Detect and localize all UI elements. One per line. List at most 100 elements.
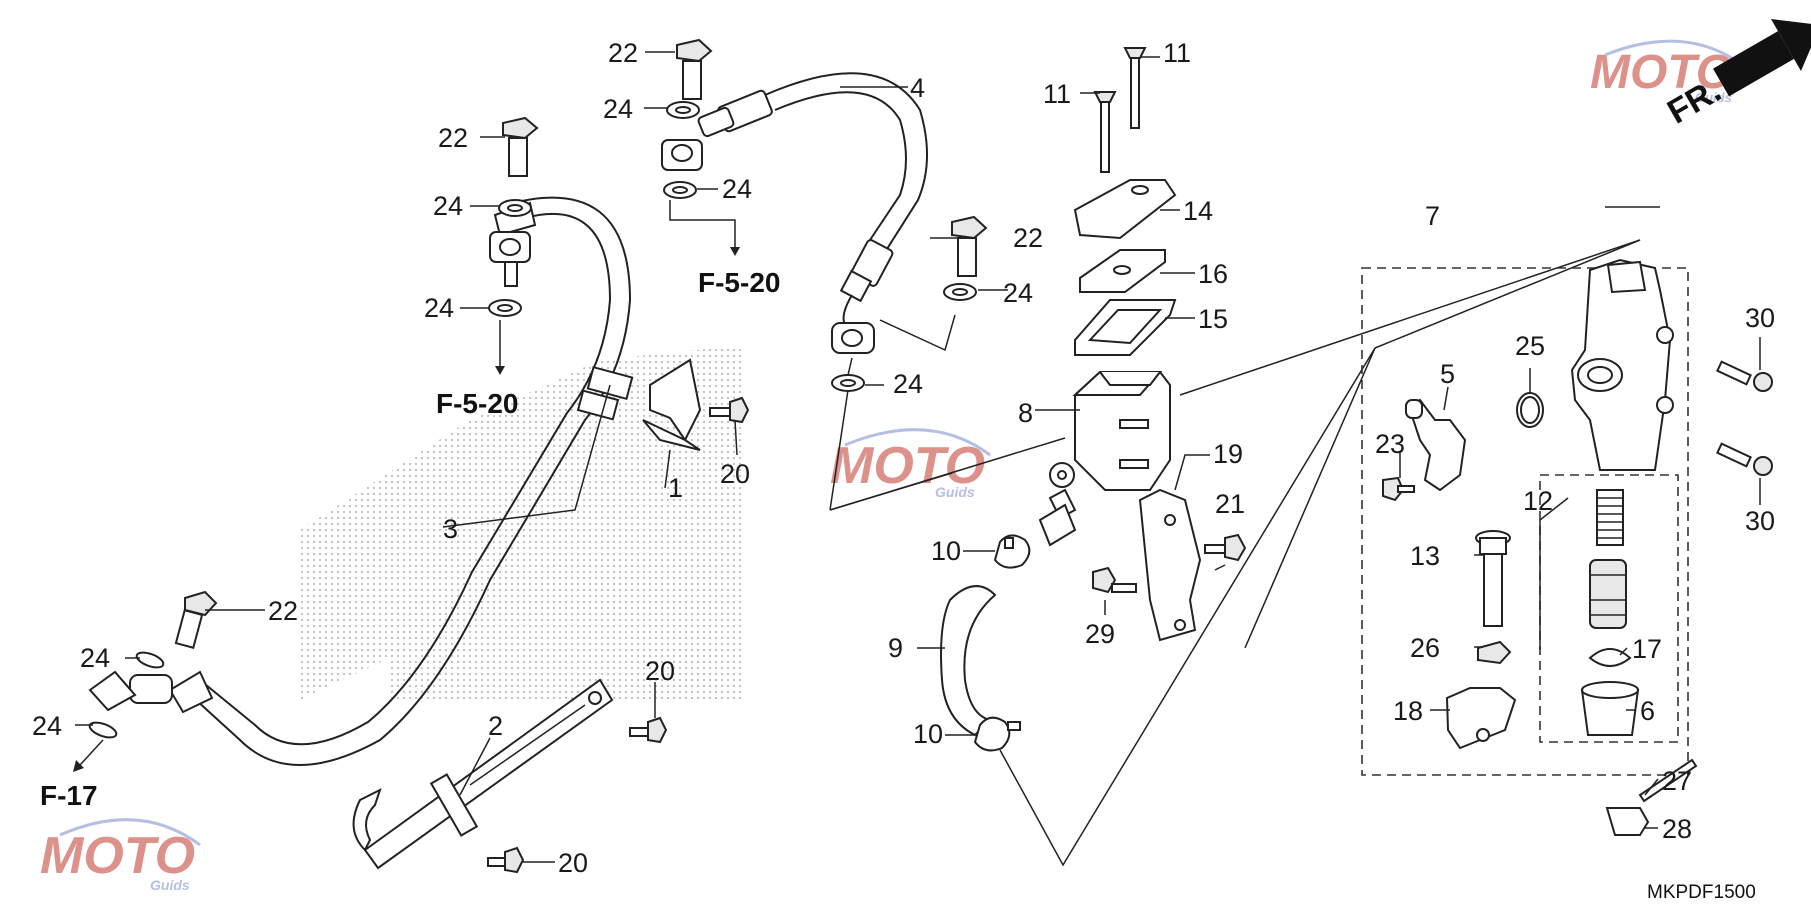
circlip-17 [1588,648,1632,667]
label-24: 24 [893,369,923,399]
washer-24f [831,374,865,392]
label-10: 10 [913,719,943,749]
label-20: 20 [558,848,588,878]
label-5: 5 [1440,359,1455,389]
label-8: 8 [1018,398,1033,428]
label-24: 24 [80,643,110,673]
label-21: 21 [1215,489,1245,519]
washer-24a [498,199,532,217]
label-24: 24 [424,293,454,323]
bolt-30b [1716,442,1773,476]
label-29: 29 [1085,619,1115,649]
reference-labels: F-5-20 F-5-20 F-17 [40,267,780,811]
diaphragm-plate-16 [1079,249,1166,293]
screw-23 [1382,476,1415,502]
washer-24e [943,283,977,301]
label-1: 1 [668,473,683,503]
bolt-29 [1092,566,1137,594]
joint-5 [1405,398,1467,492]
ref-f-17: F-17 [40,780,98,811]
label-11: 11 [1043,79,1071,109]
label-24: 24 [722,174,752,204]
brake-hose-3 [129,196,634,766]
watermark-text: MOTO [40,827,195,885]
assembly-lines [829,239,1641,867]
spring-12 [1596,489,1624,546]
ref-f-5-20-left: F-5-20 [436,388,518,419]
part-labels: 22 24 24 4 22 24 24 22 24 24 8 14 16 15 … [32,38,1775,878]
push-rod-13 [1475,530,1511,627]
background-logo [300,345,745,700]
label-30: 30 [1745,506,1775,536]
reservoir-hose-9 [940,585,997,737]
hose-clip-10b [973,716,1021,752]
label-22: 22 [268,596,298,626]
pin-28 [1605,807,1650,836]
label-22: 22 [608,38,638,68]
watermark-subtext: Guids [150,877,190,893]
piston-set [1589,559,1627,629]
reservoir-stay-19 [1138,488,1202,642]
label-9: 9 [888,633,903,663]
diaphragm-15 [1074,299,1177,356]
label-13: 13 [1410,541,1440,571]
label-22: 22 [1013,223,1043,253]
washer-24h [88,721,118,739]
ref-f-5-20-right: F-5-20 [698,267,780,298]
banjo-bolt-22a [502,116,539,177]
watermark-center: MOTO Guids [830,428,991,500]
watermark-subtext: Guids [935,484,975,500]
label-10: 10 [931,536,961,566]
banjo-fitting-left [489,231,531,287]
label-20: 20 [645,656,675,686]
label-15: 15 [1198,304,1228,334]
boot-6 [1580,681,1640,736]
label-24: 24 [1003,278,1033,308]
label-16: 16 [1198,259,1228,289]
watermark-top-right: MOTO Guids [1590,39,1736,105]
hose-clamp-1 [642,358,702,451]
label-20: 20 [720,459,750,489]
label-19: 19 [1213,439,1243,469]
o-ring-25 [1516,392,1544,428]
label-25: 25 [1515,331,1545,361]
label-26: 26 [1410,633,1440,663]
label-14: 14 [1183,196,1213,226]
label-3: 3 [443,514,458,544]
watermark-bottom-left: MOTO Guids [40,818,201,893]
bolt-30a [1716,360,1773,392]
banjo-bolt-22d [174,590,218,649]
washer-24b [488,299,522,317]
label-28: 28 [1662,814,1692,844]
hose-clip-10a [993,534,1031,569]
bolt-20c [487,846,525,874]
reservoir-cap-14 [1073,179,1177,240]
banjo-fitting-bottom [88,670,137,712]
label-24: 24 [603,94,633,124]
washer-24g [135,651,165,669]
label-17: 17 [1632,634,1662,664]
label-24: 24 [32,711,62,741]
bolt-20a [709,396,750,424]
screw-11a [1123,47,1147,129]
master-cylinder-body [1570,258,1674,471]
label-11: 11 [1163,38,1191,68]
cotter-pin-27 [1638,758,1698,803]
watermark-text: MOTO [830,437,985,495]
banjo-fitting-top [661,139,703,171]
nut-26 [1477,640,1512,665]
watermark-subtext: Guids [1695,90,1732,105]
label-24: 24 [433,191,463,221]
master-cylinder-box [1361,267,1689,776]
label-7: 7 [1425,201,1440,231]
joint-18 [1445,687,1517,750]
label-30: 30 [1745,303,1775,333]
reservoir-8 [1038,371,1171,547]
banjo-bolt-22c [951,215,988,277]
label-23: 23 [1375,429,1405,459]
label-4: 4 [910,73,925,103]
label-2: 2 [488,711,503,741]
label-27: 27 [1662,766,1692,796]
label-12: 12 [1523,486,1553,516]
